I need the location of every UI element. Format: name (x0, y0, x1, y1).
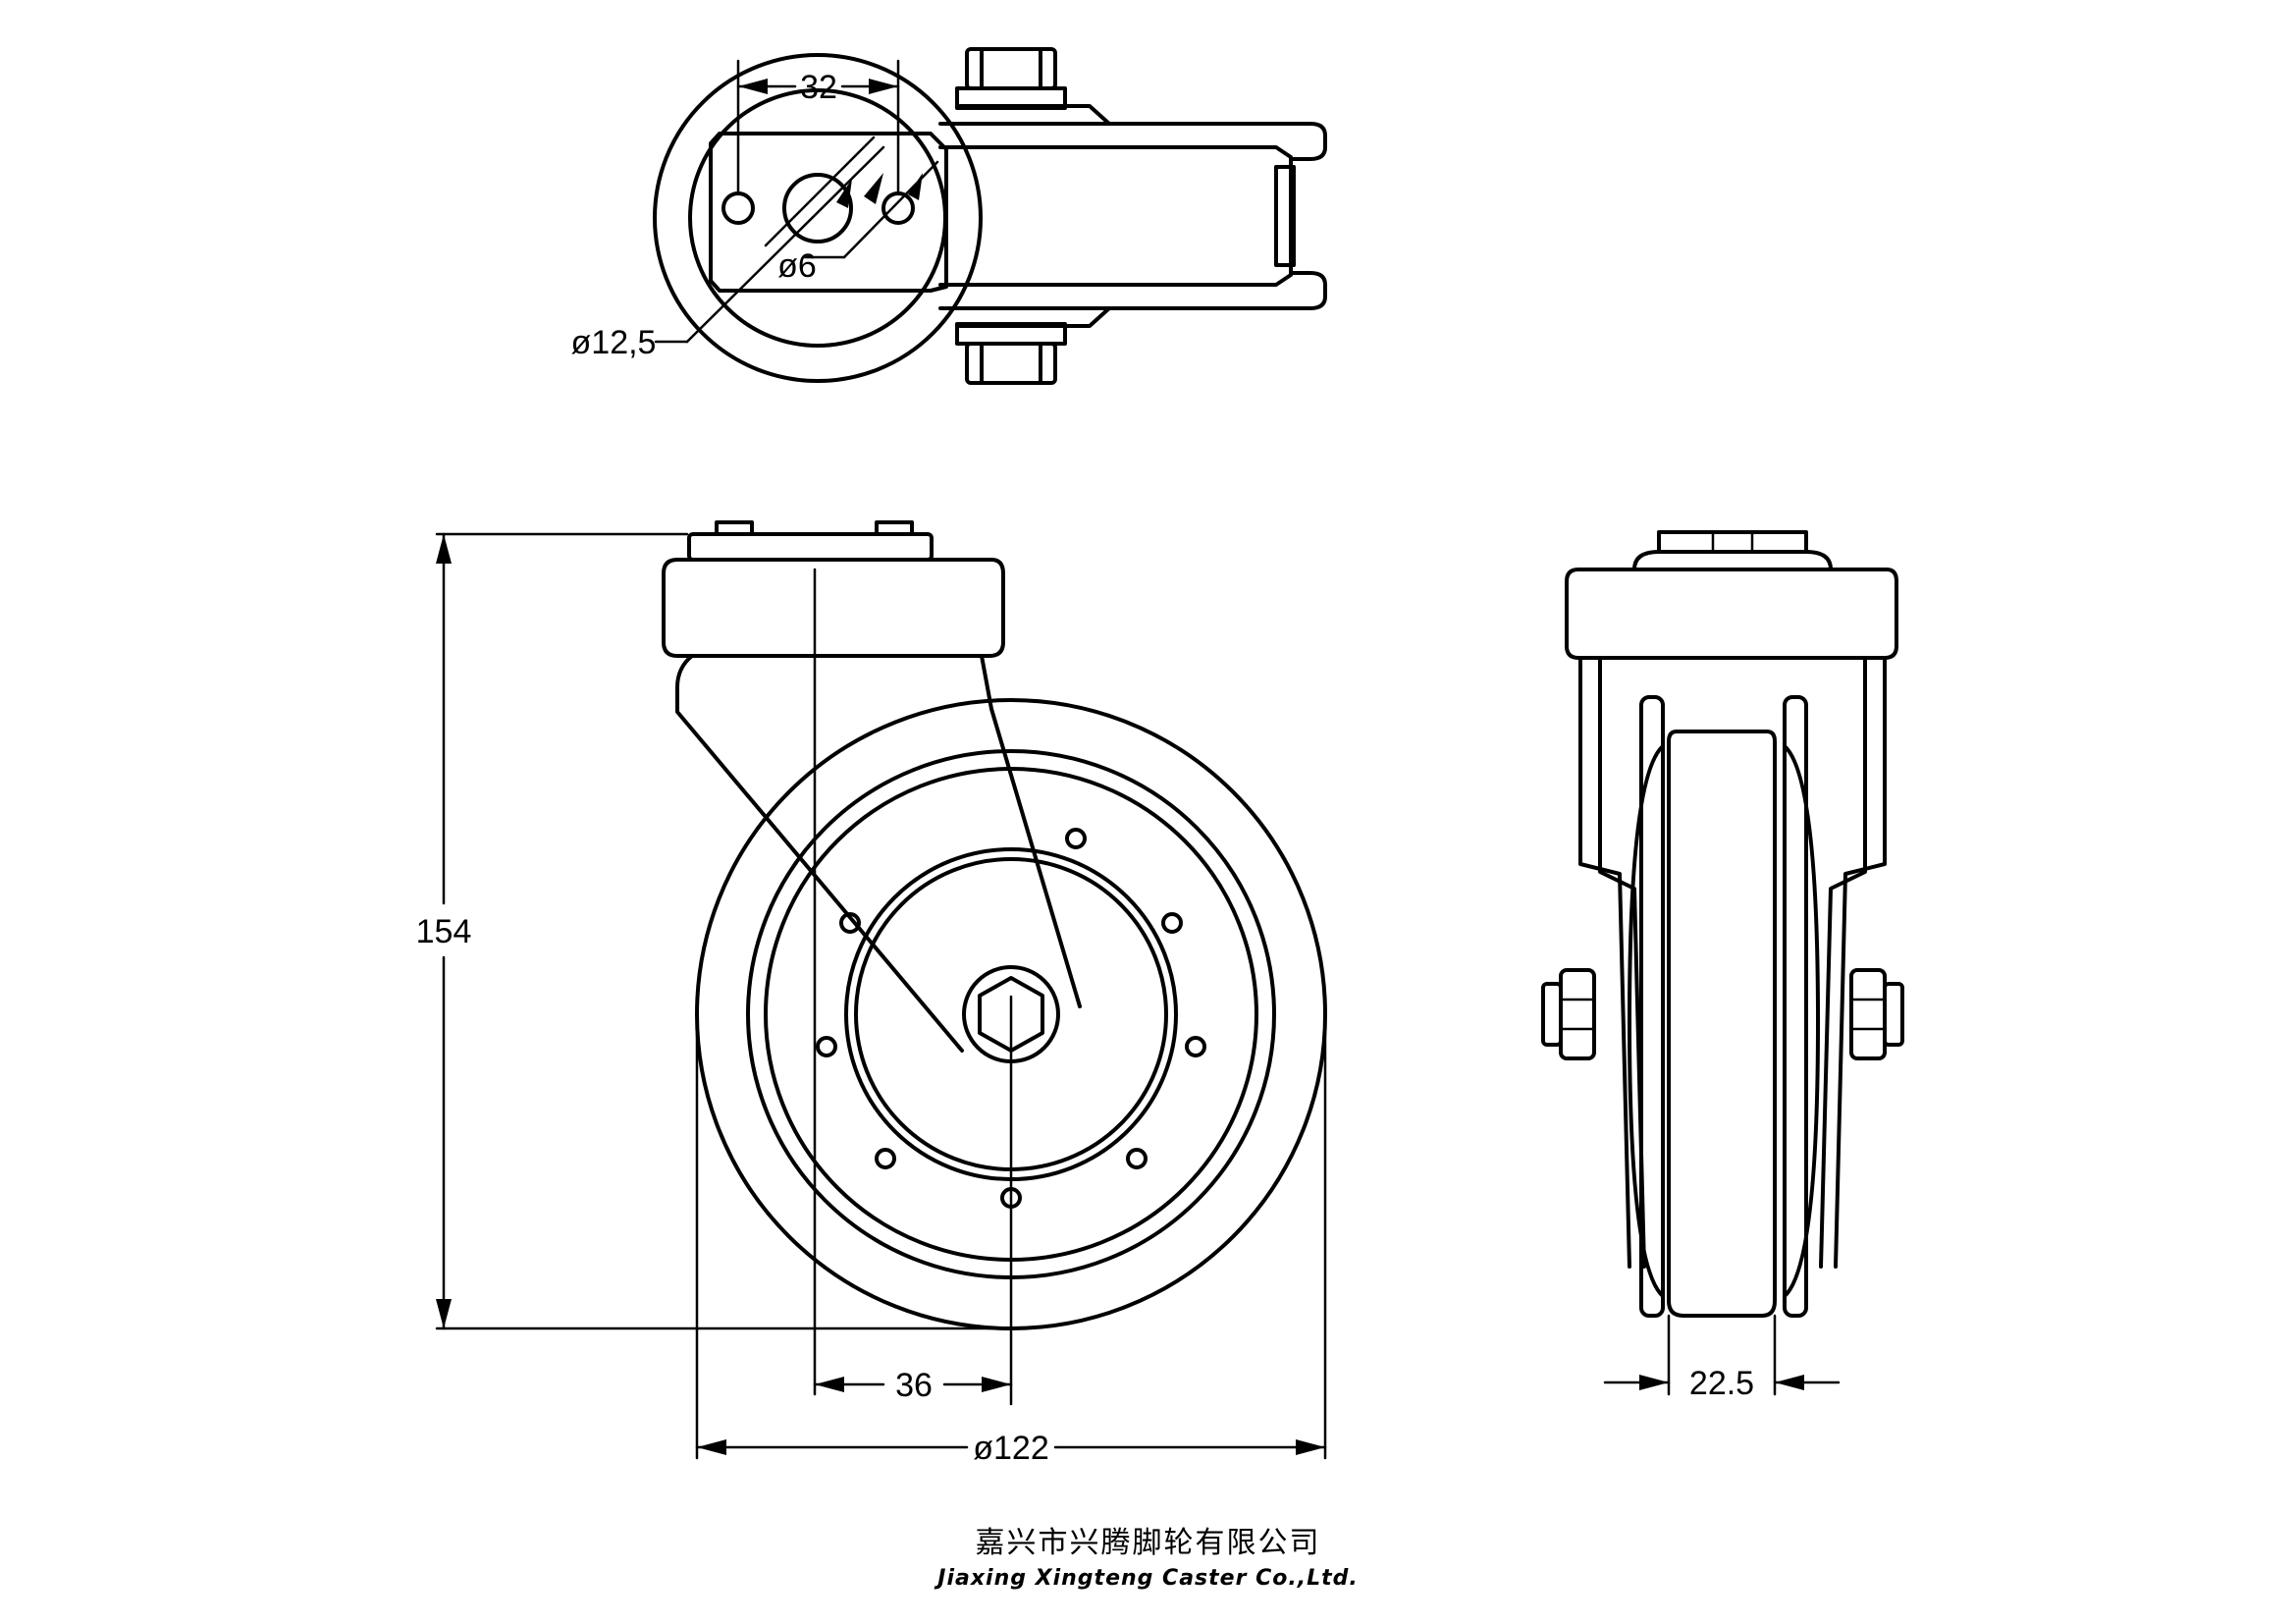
bolt-hole-left (721, 191, 755, 225)
dim-154: 154 (416, 913, 472, 950)
dim-36: 36 (895, 1367, 933, 1404)
company-name-english: Jiaxing Xingteng Caster Co.,Ltd. (937, 1566, 1359, 1591)
front-view: 154 36 ø122 (416, 520, 1327, 1467)
dim-122: ø122 (973, 1430, 1049, 1467)
company-name-chinese: 嘉兴市兴腾脚轮有限公司 (975, 1526, 1321, 1560)
axle-bolt-left (1559, 968, 1596, 1060)
top-view: 32 ø6 ø12,5 (571, 47, 1327, 385)
bolt-hole-right (881, 191, 915, 225)
dim-22-5: 22.5 (1689, 1365, 1754, 1402)
dim-6: ø6 (777, 247, 817, 285)
dim-12-5: ø12,5 (571, 324, 657, 361)
dim-32: 32 (800, 69, 837, 106)
top-plate (687, 532, 934, 562)
axle-bolt-right (1849, 968, 1887, 1060)
side-view: 22.5 (1541, 530, 1904, 1402)
center-hole (782, 173, 853, 244)
